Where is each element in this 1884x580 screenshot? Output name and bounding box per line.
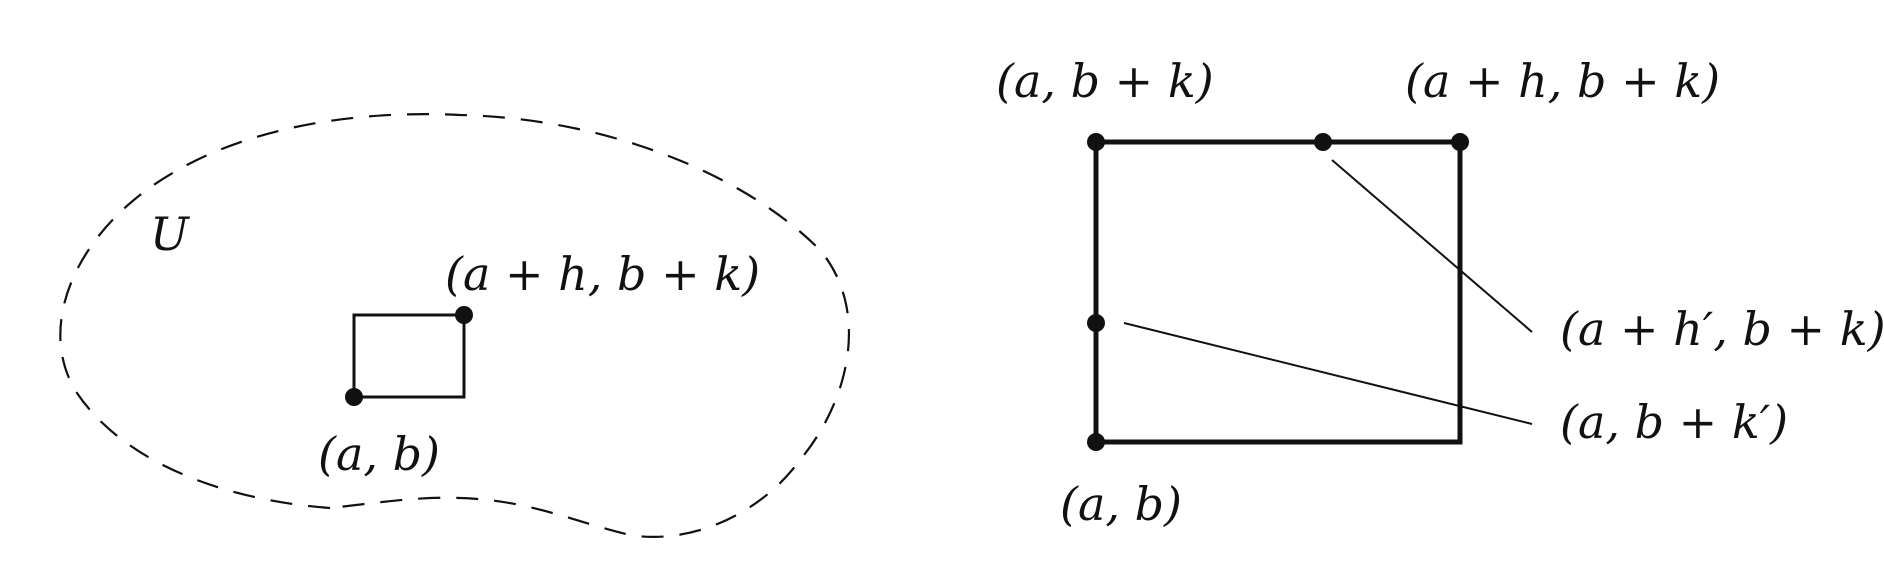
left-edge-point-label: (a, b + k′) (1560, 395, 1788, 449)
corner-top-left-label: (a, b + k) (996, 54, 1214, 108)
leader-line-top-edge-point (1331, 159, 1533, 333)
top-edge-point-dot (1314, 133, 1332, 151)
right-panel: (a, b + k) (a + h, b + k) (a + h′, b + k… (996, 54, 1884, 531)
corner-top-right-label: (a + h, b + k) (1405, 54, 1720, 108)
point-a-plus-h-b-plus-k-dot (455, 306, 473, 324)
region-u-dashed-boundary (59, 113, 850, 539)
corner-bottom-left-label: (a, b) (1060, 477, 1182, 531)
large-rectangle (1093, 139, 1463, 445)
left-panel: U (a + h, b + k) (a, b) (59, 113, 850, 539)
small-rectangle (352, 313, 466, 399)
corner-top-left-dot (1087, 133, 1105, 151)
point-a-b-dot (345, 388, 363, 406)
region-u-label: U (150, 207, 191, 261)
leader-line-left-edge-point (1123, 322, 1533, 425)
top-edge-point-label: (a + h′, b + k) (1560, 302, 1884, 356)
point-a-plus-h-b-plus-k-label: (a + h, b + k) (445, 247, 760, 301)
point-a-b-label: (a, b) (318, 427, 440, 481)
corner-top-right-dot (1451, 133, 1469, 151)
left-edge-point-dot (1087, 314, 1105, 332)
corner-bottom-left-dot (1087, 433, 1105, 451)
